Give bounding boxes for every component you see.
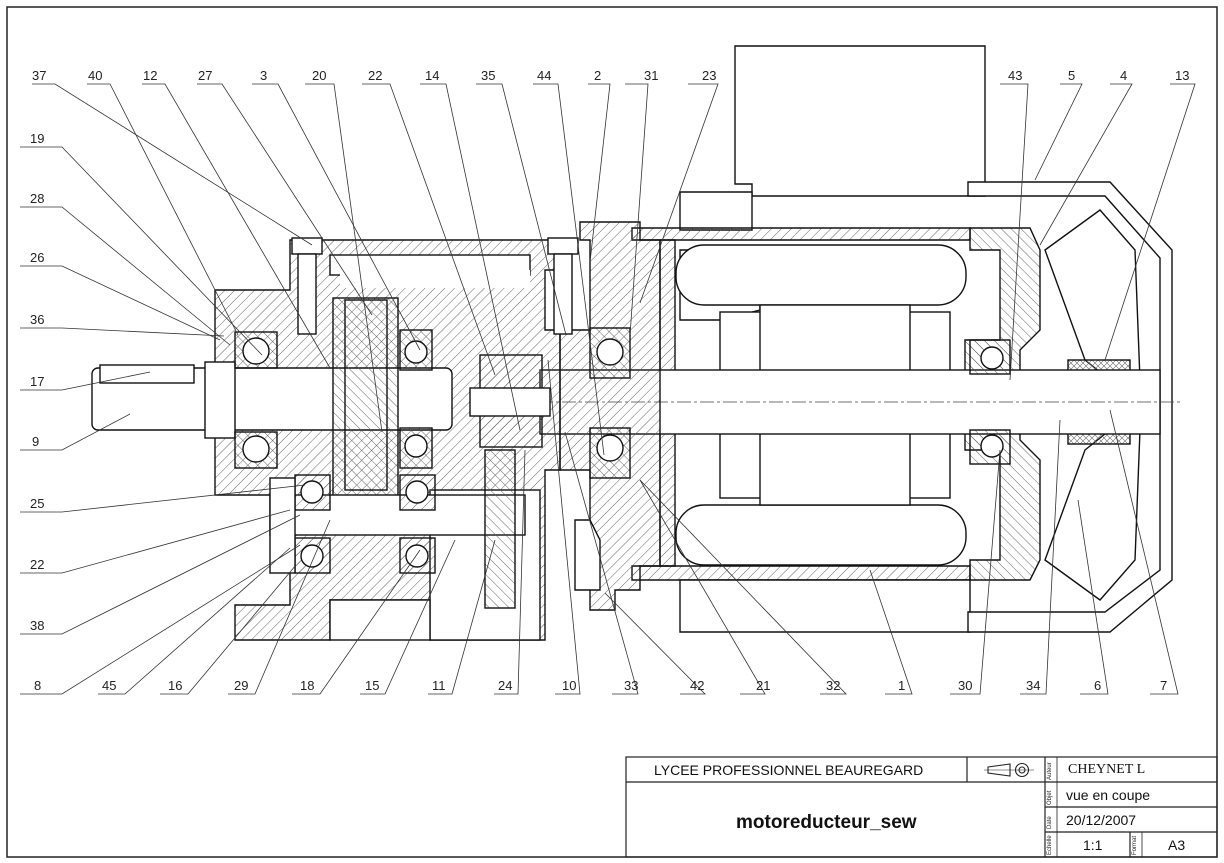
callout-35: 35: [481, 68, 495, 83]
callout-45: 45: [102, 678, 116, 693]
scale-value: 1:1: [1083, 837, 1103, 853]
callout-22-top: 22: [368, 68, 382, 83]
callout-32: 32: [826, 678, 840, 693]
callout-13: 13: [1175, 68, 1189, 83]
sheet-border: [6, 6, 1218, 858]
output-bearing: [234, 329, 433, 469]
output-gear: [332, 297, 399, 501]
callout-28: 28: [30, 191, 44, 206]
callout-1: 1: [898, 678, 905, 693]
callout-34: 34: [1026, 678, 1040, 693]
callouts-top: 37 40 12 27 3 20 22 14 35 44 2 31 23 43 …: [32, 68, 1189, 83]
callout-23: 23: [702, 68, 716, 83]
housing-bolts: [291, 237, 601, 591]
callout-25: 25: [30, 496, 44, 511]
motor-bearing-front: [589, 327, 631, 479]
drawing-name: motoreducteur_sew: [736, 812, 917, 833]
callout-44: 44: [537, 68, 551, 83]
title-block-frame: [625, 756, 1218, 858]
callout-11: 11: [432, 678, 446, 693]
callout-2: 2: [594, 68, 601, 83]
callout-38: 38: [30, 618, 44, 633]
fan: [1044, 209, 1141, 381]
motor-housing: [631, 227, 971, 241]
callout-33: 33: [624, 678, 638, 693]
callout-26: 26: [30, 250, 44, 265]
callout-4: 4: [1120, 68, 1127, 83]
callout-5: 5: [1068, 68, 1075, 83]
school-name: LYCEE PROFESSIONNEL BEAUREGARD: [654, 762, 924, 778]
callout-40: 40: [88, 68, 102, 83]
callout-18: 18: [300, 678, 314, 693]
author-value: CHEYNET L: [1068, 762, 1146, 777]
projection-symbol-icon: [984, 762, 1034, 778]
callouts-bottom: 45 16 29 18 15 11 24 10 33 42 21 32 1 30…: [102, 678, 1167, 693]
callout-21: 21: [756, 678, 770, 693]
callout-22-left: 22: [30, 557, 44, 572]
section-drawing: [91, 45, 1180, 641]
callout-30: 30: [958, 678, 972, 693]
object-side-label: Objet: [1047, 790, 1053, 805]
date-side-label: Date: [1047, 816, 1053, 829]
callout-36: 36: [30, 312, 44, 327]
callout-16: 16: [168, 678, 182, 693]
callout-37: 37: [32, 68, 46, 83]
scale-side-label: Echelle: [1047, 835, 1053, 855]
callout-19: 19: [30, 131, 44, 146]
callout-10: 10: [562, 678, 576, 693]
callout-27: 27: [198, 68, 212, 83]
format-side-label: Format: [1132, 835, 1138, 855]
callouts-left: 19 28 26 36 17 9 25 22 38 8: [30, 131, 44, 693]
callout-9: 9: [32, 434, 39, 449]
callout-20: 20: [312, 68, 326, 83]
callout-14: 14: [425, 68, 439, 83]
callout-31: 31: [644, 68, 658, 83]
callout-15: 15: [365, 678, 379, 693]
callout-43: 43: [1008, 68, 1022, 83]
callout-3: 3: [260, 68, 267, 83]
callout-6: 6: [1094, 678, 1101, 693]
author-side-label: Auteur: [1047, 762, 1053, 780]
leader-lines: [20, 83, 1196, 695]
callout-24: 24: [498, 678, 512, 693]
callout-12: 12: [143, 68, 157, 83]
date-value: 20/12/2007: [1066, 812, 1137, 828]
motor-bearing-rear: [969, 339, 1011, 465]
object-value: vue en coupe: [1066, 787, 1151, 803]
callout-29: 29: [234, 678, 248, 693]
fan-cowl: [967, 181, 1173, 633]
intermediate-bearings: [294, 474, 436, 574]
callout-8: 8: [34, 678, 41, 693]
callout-7: 7: [1160, 678, 1167, 693]
terminal-box: [734, 45, 986, 197]
format-value: A3: [1168, 837, 1186, 853]
callout-42: 42: [690, 678, 704, 693]
callout-17: 17: [30, 374, 44, 389]
